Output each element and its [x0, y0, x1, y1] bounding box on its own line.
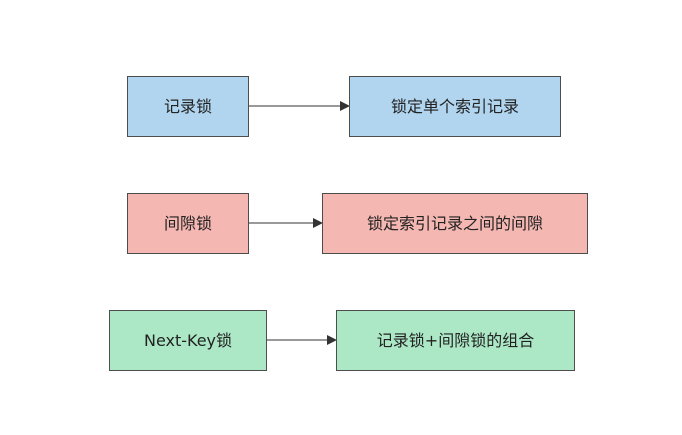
record-lock-description: 锁定单个索引记录	[390, 96, 519, 116]
record-lock-description-box: 锁定单个索引记录	[349, 76, 561, 137]
gap-lock-box: 间隙锁	[127, 193, 249, 254]
next-key-lock-box: Next-Key锁	[109, 310, 267, 371]
gap-lock-description-box: 锁定索引记录之间的间隙	[322, 193, 588, 254]
record-lock-box: 记录锁	[127, 76, 249, 137]
gap-lock-label: 间隙锁	[163, 213, 212, 233]
gap-lock-description: 锁定索引记录之间的间隙	[366, 213, 543, 233]
next-key-lock-description: 记录锁+间隙锁的组合	[376, 330, 535, 350]
record-lock-label: 记录锁	[163, 96, 212, 116]
next-key-lock-label: Next-Key锁	[143, 330, 233, 350]
next-key-lock-description-box: 记录锁+间隙锁的组合	[336, 310, 575, 371]
